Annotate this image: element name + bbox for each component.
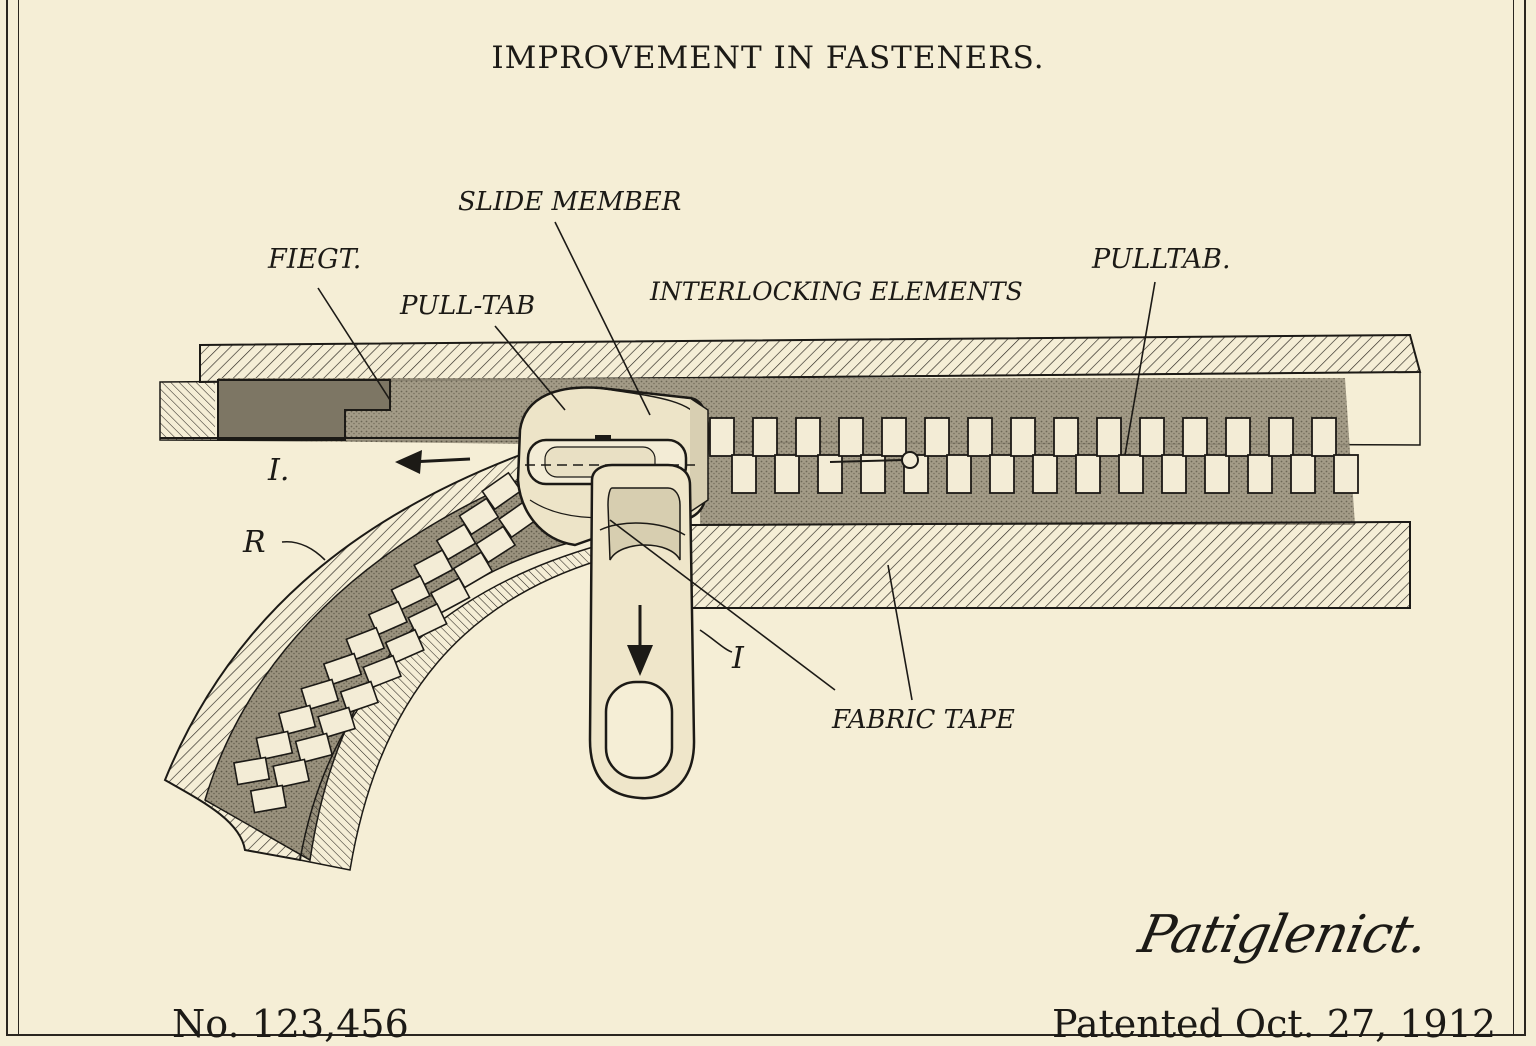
zipper-tooth-upper	[881, 417, 907, 457]
zipper-tooth-upper	[1225, 417, 1251, 457]
interlocking-teeth-straight	[709, 417, 1359, 494]
inventor-signature: Patiglenict.	[1133, 905, 1433, 965]
zipper-tooth-lower	[1032, 454, 1058, 494]
zipper-tooth-curved	[367, 600, 409, 636]
zipper-tooth-curved	[249, 784, 287, 814]
patent-title: IMPROVEMENT IN FASTENERS.	[491, 40, 1045, 76]
zipper-tooth-curved	[429, 577, 471, 614]
zipper-tooth-upper	[1010, 417, 1036, 457]
patent-date: Patented Oct. 27, 1912	[1052, 1002, 1496, 1046]
interlocking-teeth-curved	[233, 471, 539, 814]
zipper-tooth-lower	[946, 454, 972, 494]
zipper-tooth-upper	[924, 417, 950, 457]
zipper-tooth-lower	[817, 454, 843, 494]
direction-arrow-down	[627, 605, 653, 676]
zipper-tooth-lower	[1333, 454, 1359, 494]
zipper-tooth-upper	[1311, 417, 1337, 457]
zipper-tooth-lower	[731, 454, 757, 494]
label-pulltab-right: PULLTAB.	[1091, 244, 1231, 275]
zipper-tooth-upper	[1182, 417, 1208, 457]
zipper-tooth-curved	[300, 678, 340, 711]
label-slide-member: SLIDE MEMBER	[458, 187, 681, 217]
zipper-tooth-curved	[481, 471, 523, 511]
zipper-tooth-curved	[277, 704, 317, 736]
zipper-tooth-lower	[1204, 454, 1230, 494]
zipper-tooth-curved	[272, 758, 311, 789]
zipper-tooth-upper	[1096, 417, 1122, 457]
tooth-pin	[829, 451, 919, 469]
zipper-tooth-curved	[317, 706, 357, 739]
label-fabric-tape: FABRIC TAPE	[831, 705, 1015, 735]
label-interlocking-elements: INTERLOCKING ELEMENTS	[649, 277, 1023, 306]
zipper-tooth-upper	[838, 417, 864, 457]
zipper-tooth-curved	[390, 574, 431, 611]
zipper-tooth-upper	[1053, 417, 1079, 457]
upper-fabric-tape	[159, 333, 1422, 446]
zipper-tooth-upper	[709, 417, 735, 457]
patent-number: No. 123,456	[172, 1002, 409, 1046]
label-i-tab: I	[731, 641, 745, 676]
zipper-tooth-upper	[752, 417, 778, 457]
zipper-tooth-upper	[795, 417, 821, 457]
zipper-tooth-curved	[413, 549, 454, 586]
direction-arrow-left	[395, 450, 471, 474]
zipper-tooth-lower	[1290, 454, 1316, 494]
zipper-tooth-curved	[384, 628, 425, 664]
zipper-tooth-curved	[294, 732, 334, 764]
zipper-tooth-curved	[322, 652, 363, 686]
zipper-tooth-upper	[1268, 417, 1294, 457]
tooth-channel	[160, 378, 1355, 525]
lower-fabric-tape	[689, 520, 1411, 609]
zipper-tooth-lower	[1075, 454, 1101, 494]
label-i-left: I.	[267, 453, 289, 488]
zipper-tooth-upper	[1139, 417, 1165, 457]
zipper-tooth-curved	[255, 730, 294, 761]
label-r: R	[242, 525, 266, 560]
zipper-tooth-upper	[967, 417, 993, 457]
zipper-drawing: SLIDE MEMBER FIEGT. PULL-TAB INTERLOCKIN…	[159, 187, 1422, 871]
leader-lines	[281, 221, 1156, 701]
zipper-tooth-lower	[774, 454, 800, 494]
zipper-tooth-lower	[989, 454, 1015, 494]
zipper-tooth-lower	[1247, 454, 1273, 494]
zipper-tooth-curved	[233, 756, 271, 786]
zipper-tooth-curved	[345, 626, 386, 661]
hanging-pull-tab	[588, 463, 696, 800]
zipper-tooth-lower	[1118, 454, 1144, 494]
zipper-tooth-curved	[362, 654, 402, 689]
zipper-tooth-curved	[407, 602, 448, 639]
label-pull-tab-left: PULL-TAB	[399, 291, 535, 321]
label-fiegt: FIEGT.	[267, 244, 361, 275]
zipper-tooth-lower	[1161, 454, 1187, 494]
zipper-tooth-curved	[339, 680, 380, 714]
